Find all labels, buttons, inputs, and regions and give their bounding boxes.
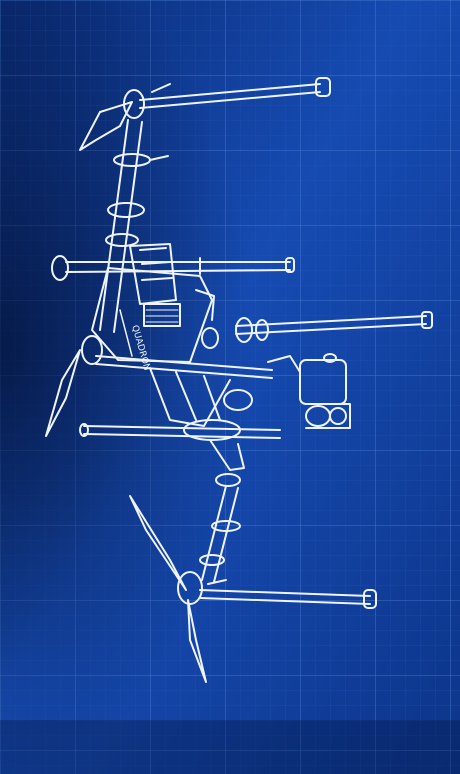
middle-arm <box>51 255 295 281</box>
bottom-rotor <box>129 495 377 683</box>
bottom-arm-endcap <box>363 589 377 609</box>
bottom-shade <box>0 720 460 774</box>
camera-lens-2 <box>329 407 347 425</box>
bottom-propeller-blade-upper <box>129 495 187 591</box>
bottom-propeller-blade-lower <box>187 599 207 683</box>
vent-panel <box>143 303 181 327</box>
drone-line-art: QUADRON <box>45 77 433 683</box>
boom-collar-2 <box>107 202 145 218</box>
left-motor-hub <box>81 335 103 365</box>
bottom-motor-hub <box>177 571 203 605</box>
lower-left-arm <box>83 425 281 431</box>
top-upper-arm <box>139 83 321 101</box>
middle-arm-endcap-right <box>285 257 295 273</box>
battery-pack <box>129 243 177 305</box>
right-arm <box>235 311 433 341</box>
middle-arm-endcap-left <box>51 255 69 281</box>
top-arm-endcap <box>315 77 331 97</box>
left-propeller-blade <box>45 349 81 437</box>
top-rotor <box>79 77 331 151</box>
top-motor-hub <box>123 89 145 119</box>
lower-body <box>79 367 281 487</box>
left-rotor <box>45 335 273 437</box>
gimbal-camera <box>267 353 351 429</box>
body-frame <box>91 267 213 363</box>
main-boom <box>99 119 169 333</box>
bottom-boom <box>199 485 241 583</box>
right-arm-endcap <box>421 311 433 329</box>
